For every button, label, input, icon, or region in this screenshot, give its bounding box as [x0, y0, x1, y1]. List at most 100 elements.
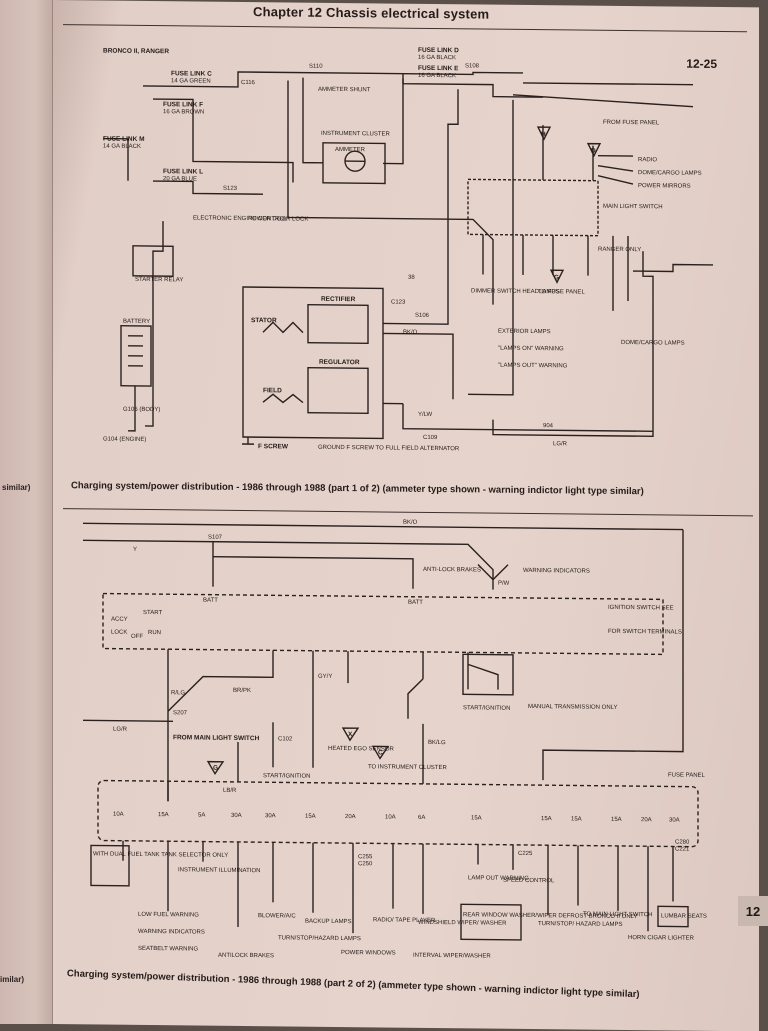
turn-stop-hazard-lamps2-label: TURN/STOP/ HAZARD LAMPS — [538, 921, 623, 928]
fuse-link-c-gauge: 14 GA GREEN — [171, 78, 211, 84]
fuse-2-rating: 6A — [418, 815, 425, 821]
to-fuse-panel-label: TO FUSE PANEL — [538, 289, 585, 295]
fuse-17-rating: 5A — [198, 813, 205, 819]
s123-label: S123 — [223, 186, 238, 192]
left-page-caption-top: similar) — [2, 483, 30, 492]
wire-br-pk-label: BR/PK — [233, 688, 251, 694]
chapter-title: Chapter 12 Chassis electrical system — [253, 4, 489, 21]
power-mirrors-label: POWER MIRRORS — [638, 183, 691, 190]
interval-wiper-washer-label: INTERVAL WIPER/WASHER — [413, 953, 491, 960]
charging-diagram-part-2: S107 BATT BATT ANTI-LOCK BRAKES WARNING … — [73, 515, 713, 967]
windshield-wiper-washer-label: WINDSHIELD WIPER/ WASHER — [418, 920, 507, 927]
wire-gy-y-label: GY/Y — [318, 674, 332, 680]
wire-lb-r-label: LB/R — [223, 788, 237, 794]
to-main-light-switch-label: TO MAIN LIGHT SWITCH — [583, 912, 652, 919]
fuse-9-rating: 30A — [265, 813, 276, 819]
blower-ac-label: BLOWER/A/C — [258, 913, 296, 919]
fuse-15-rating: 10A — [113, 812, 124, 818]
fuse-18-rating: 20A — [641, 817, 652, 823]
radio-label: RADIO — [638, 157, 657, 163]
instrument-cluster-label: INSTRUMENT CLUSTER — [321, 131, 391, 138]
power-windows-label: POWER WINDOWS — [341, 950, 396, 957]
charging-diagram-part-1: BRONCO II, RANGER FUSE LINK C 14 GA GREE… — [73, 30, 713, 457]
start-ignition-label: START/IGNITION — [463, 705, 510, 711]
f-screw-label: F SCREW — [258, 443, 289, 450]
wire-y-label: Y — [133, 547, 137, 553]
backup-lamps-label: BACKUP LAMPS — [305, 919, 352, 925]
fuse-11-rating: 10A — [385, 814, 396, 820]
fuse-1-rating: 15A — [541, 816, 552, 822]
wire-904-label: 904 — [543, 423, 554, 429]
c250-label: C250 — [358, 861, 373, 867]
c221-label: C221 — [675, 847, 690, 853]
fuse-link-f-gauge: 16 GA BROWN — [163, 109, 204, 115]
fuse-14-rating: 20A — [345, 814, 356, 820]
fuse-4-rating: 15A — [571, 816, 582, 822]
for-switch-terminals-label: FOR SWITCH TERMINALS — [608, 629, 682, 636]
fuse-8-rating: 15A — [611, 817, 622, 823]
diagram-1-caption: Charging system/power distribution - 198… — [71, 480, 644, 497]
fuse-link-l-gauge: 20 GA BLUE — [163, 176, 197, 182]
s107-label: S107 — [208, 535, 223, 541]
wire-r-lg-label: R/LG — [171, 690, 185, 696]
to-instrument-cluster-label: TO INSTRUMENT CLUSTER — [368, 764, 447, 771]
wire-ylw-label: Y/LW — [418, 412, 433, 418]
bronco-ranger-label: BRONCO II, RANGER — [103, 48, 169, 56]
manual-page: Chapter 12 Chassis electrical system 12-… — [52, 0, 759, 1031]
fuse-link-c-label: FUSE LINK C — [171, 70, 212, 77]
chapter-tab: 12 — [738, 896, 768, 926]
connector-x-marker: X — [348, 731, 353, 738]
off-label: OFF — [131, 634, 143, 640]
starter-relay-label: STARTER RELAY — [135, 277, 183, 284]
wire-bk-lg-label: BK/LG — [428, 740, 446, 746]
connector-c-marker: C — [378, 749, 383, 756]
batt-label: BATT — [203, 598, 218, 604]
c102-label: C102 — [278, 736, 293, 742]
c109-label: C109 — [423, 435, 438, 441]
g104-label: G104 (ENGINE) — [103, 437, 146, 443]
fuse-d-marker: D — [591, 148, 596, 155]
lamps-out-warning-label: "LAMPS OUT" WARNING — [498, 363, 568, 370]
section-divider — [63, 508, 753, 516]
fuse-link-e-label: FUSE LINK E — [418, 65, 459, 72]
low-fuel-warning-label: LOW FUEL WARNING — [138, 912, 199, 919]
from-fuse-panel-label: FROM FUSE PANEL — [603, 120, 660, 127]
speed-control-label: SPEED CONTROL — [503, 878, 555, 885]
fuse-link-f-label: FUSE LINK F — [163, 101, 203, 108]
fuse-link-l-label: FUSE LINK L — [163, 168, 203, 175]
ammeter-label: AMMETER — [335, 147, 366, 153]
regulator-label: REGULATOR — [319, 359, 360, 366]
fuse-5-rating: 15A — [305, 814, 316, 820]
fuse-13-rating: 30A — [669, 817, 680, 823]
c123-label: C123 — [391, 300, 406, 306]
start-ignition2-label: START/IGNITION — [263, 773, 310, 779]
wire-38-label: 38 — [408, 275, 415, 281]
left-page-caption-bottom: imilar) — [0, 975, 24, 984]
connector-g-marker: G — [213, 765, 218, 772]
run-label: RUN — [148, 630, 161, 636]
power-door-lock-label: POWER DOOR LOCK — [248, 216, 308, 223]
s106-label: S106 — [415, 313, 430, 319]
ammeter-shunt-label: AMMETER SHUNT — [318, 87, 371, 94]
seatbelt-warning-label: SEATBELT WARNING — [138, 946, 198, 953]
fuse-link-d-gauge: 16 GA BLACK — [418, 55, 456, 61]
diagram-2-caption: Charging system/power distribution - 198… — [67, 968, 640, 1000]
wire-bko-label: BK/O — [403, 330, 418, 336]
start-label: START — [143, 610, 162, 616]
fuse-link-d-label: FUSE LINK D — [418, 47, 459, 54]
manual-transmission-label: MANUAL TRANSMISSION ONLY — [528, 704, 618, 711]
antilock-brakes-label: ANTILOCK BRAKES — [218, 953, 274, 960]
horn-cigar-lighter-label: HORN CIGAR LIGHTER — [628, 935, 695, 942]
c116-label: C116 — [241, 80, 256, 86]
left-page-edge: similar) imilar) — [0, 0, 58, 1024]
exterior-lamps-label: EXTERIOR LAMPS — [498, 329, 551, 336]
s108-label: S108 — [465, 63, 480, 69]
ground-note: GROUND F SCREW TO FULL FIELD ALTERNATOR — [318, 445, 460, 452]
battery-label: BATTERY — [123, 319, 150, 325]
wire-lg-r-label: LG/R — [113, 727, 128, 733]
ignition-switch-see-label: IGNITION SWITCH SEE — [608, 605, 674, 612]
instrument-illumination-label: INSTRUMENT ILLUMINATION — [178, 867, 260, 874]
batt2-label: BATT — [408, 600, 423, 606]
s110-label: S110 — [309, 64, 323, 70]
stator-label: STATOR — [251, 317, 277, 324]
